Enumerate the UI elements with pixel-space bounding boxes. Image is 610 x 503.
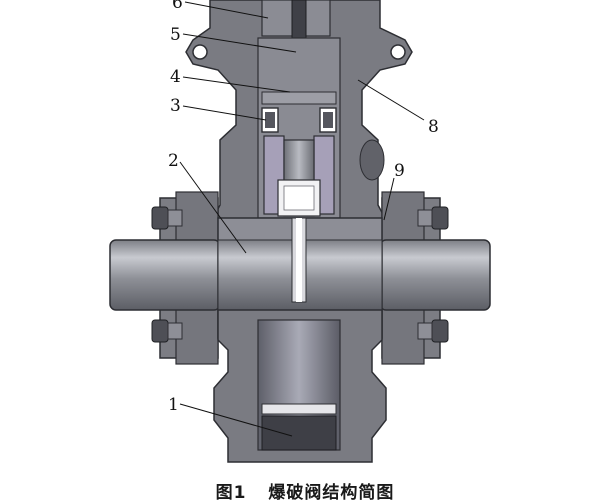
figure-caption: 图1 爆破阀结构简图 [0,478,610,503]
callout-6: 6 [172,0,183,13]
callout-8: 8 [428,117,439,137]
figure-number: 图1 [215,483,247,503]
callout-5: 5 [170,25,181,45]
callout-9: 9 [394,161,405,181]
lift-lug-hole-left [192,44,208,60]
inlet-flange [109,191,221,365]
callout-group [179,1,425,437]
end-plug [261,415,337,451]
lower-body [213,309,387,463]
callout-1: 1 [168,395,179,415]
callout-4: 4 [170,67,181,87]
callout-3: 3 [170,96,181,116]
outlet-flange [379,191,491,365]
lift-lug-hole-right [390,44,406,60]
callout-2: 2 [168,151,179,171]
figure-title: 爆破阀结构简图 [268,483,395,503]
